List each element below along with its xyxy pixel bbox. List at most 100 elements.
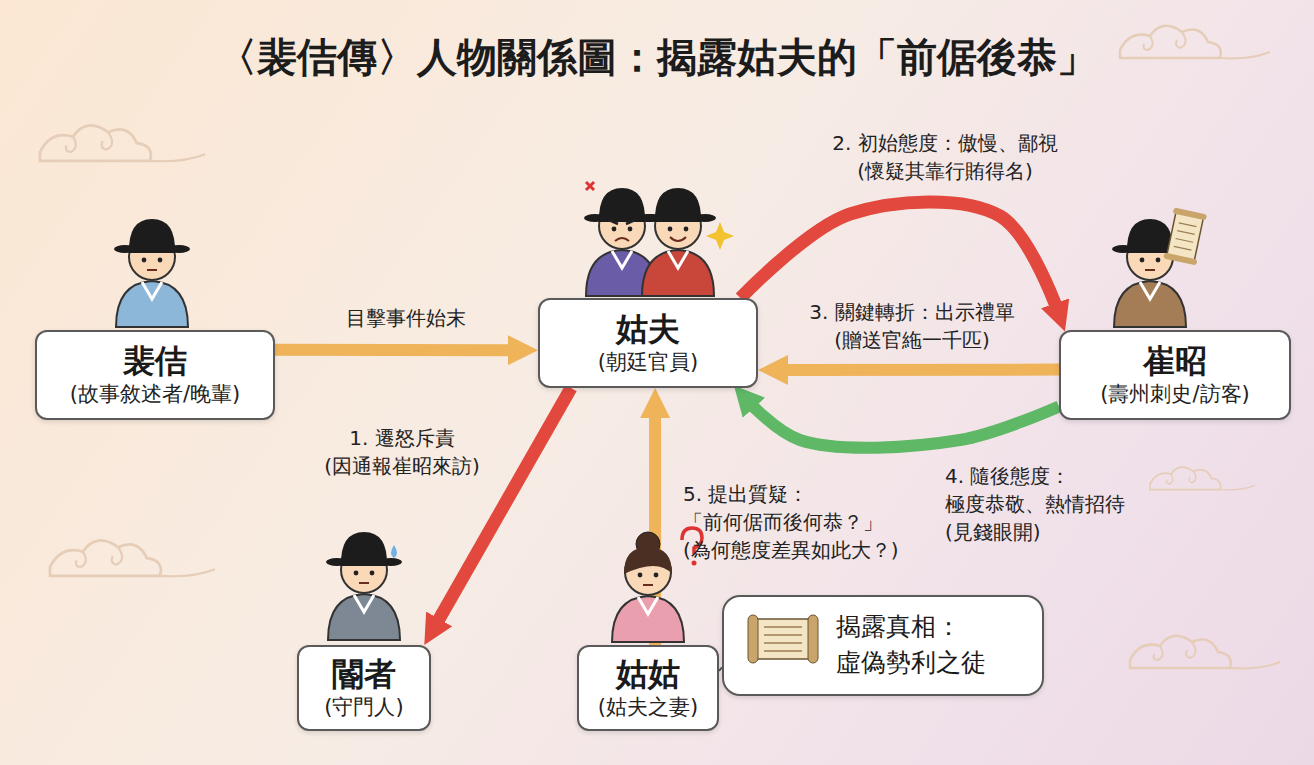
- edge-label: 5. 提出質疑： 「前何倨而後何恭？」 (為何態度差異如此大？): [683, 480, 945, 564]
- sparkle: [706, 222, 734, 250]
- robe: [328, 594, 400, 640]
- anger-mark: [586, 182, 594, 190]
- person-figure: [326, 532, 402, 640]
- scroll-roll: [1163, 252, 1198, 265]
- sweat-drop: [391, 545, 397, 558]
- scroll-paper: [1167, 212, 1204, 261]
- scroll-roll: [808, 615, 818, 663]
- relation-arrow: [776, 364, 1059, 376]
- person-box: 姑夫(朝廷官員): [538, 298, 758, 388]
- eye: [142, 258, 147, 263]
- relation-arrow: [275, 344, 520, 356]
- cloud-tail: [150, 154, 205, 161]
- person-box: 姑姑(姑夫之妻): [577, 645, 719, 731]
- eye: [370, 571, 375, 576]
- collar: [1140, 282, 1160, 299]
- collar: [638, 597, 658, 614]
- cloud-outline: [1150, 467, 1221, 489]
- robe: [612, 596, 684, 642]
- mouth: [670, 237, 686, 241]
- mouth: [359, 582, 369, 584]
- edge-label: 2. 初始態度：傲慢、鄙視 (懷疑其靠行賄得名): [785, 129, 1105, 185]
- scroll-line: [764, 650, 802, 651]
- relation-arrow: [433, 388, 571, 629]
- cloud-swirl: [40, 125, 205, 161]
- robe: [1114, 281, 1186, 327]
- diagram-title: 〈裴佶傳〉人物關係圖：揭露姑夫的「前倨後恭」: [0, 30, 1314, 85]
- eye: [158, 258, 163, 263]
- person-role: (朝廷官員): [598, 349, 698, 376]
- robe: [642, 250, 714, 296]
- person-role: (故事敘述者/晚輩): [70, 381, 240, 408]
- hat: [655, 188, 701, 222]
- person-figure: [612, 532, 684, 642]
- collar: [354, 595, 374, 612]
- hair: [624, 548, 672, 574]
- person-name: 裴佶: [123, 342, 187, 380]
- person-figure: [114, 219, 190, 327]
- cloud-swirl: [1130, 636, 1280, 669]
- person-name: 姑夫: [616, 310, 680, 348]
- cloud-tail: [160, 569, 215, 576]
- relation-arrow: [740, 202, 1059, 315]
- cloud-curl: [1189, 471, 1196, 482]
- scroll-roll: [748, 615, 758, 663]
- collar: [612, 251, 632, 268]
- scroll-paper: [756, 619, 810, 659]
- robe: [116, 281, 188, 327]
- cloud-curl: [66, 137, 76, 152]
- cloud-tail: [1220, 485, 1255, 489]
- cloud-curl: [1176, 32, 1186, 48]
- cloud-curl: [102, 132, 113, 150]
- mouth: [1145, 269, 1155, 271]
- bubble-text: 揭露真相： 虛偽勢利之徒: [836, 609, 1026, 682]
- person-name: 崔昭: [1143, 342, 1207, 380]
- hat: [129, 219, 175, 253]
- scroll-icon: [1163, 207, 1207, 265]
- person-name: 姑姑: [616, 655, 680, 693]
- cloud-curl: [1154, 646, 1163, 660]
- edge-label: 1. 遷怒斥責 (因通報崔昭來訪): [302, 424, 502, 480]
- eye: [654, 573, 659, 578]
- cloud-curl: [1186, 642, 1196, 658]
- cloud-outline: [40, 125, 151, 160]
- eye: [684, 227, 689, 232]
- person-role: (守門人): [324, 694, 403, 721]
- cloud-swirl: [1150, 467, 1255, 490]
- scroll-icon: [742, 609, 822, 669]
- collar: [668, 251, 688, 268]
- relation-arrow: [746, 399, 1059, 448]
- cloud-outline: [1130, 636, 1231, 668]
- scroll-roll: [1173, 207, 1208, 220]
- edge-label: 4. 隨後態度： 極度恭敬、熱情招待 (見錢眼開): [945, 462, 1165, 546]
- cloud-curl: [1144, 36, 1153, 50]
- edge-label: 目擊事件始末: [296, 304, 516, 332]
- hat: [1127, 219, 1173, 253]
- scroll-line: [1174, 246, 1192, 250]
- eye: [1140, 258, 1145, 263]
- eye: [1156, 258, 1161, 263]
- person-name: 閽者: [332, 655, 396, 693]
- scroll-line: [1177, 231, 1195, 235]
- person-box: 崔昭(壽州刺史/訪客): [1059, 330, 1291, 420]
- cloud-curl: [112, 547, 123, 565]
- scroll-line: [1179, 223, 1197, 227]
- person-role: (姑夫之妻): [598, 694, 698, 721]
- person-figure: [640, 188, 716, 296]
- hat: [599, 188, 645, 222]
- eye: [628, 227, 633, 232]
- cloud-tail: [1220, 52, 1270, 58]
- eye: [354, 571, 359, 576]
- cloud-curl: [76, 552, 86, 567]
- eye: [638, 573, 643, 578]
- person-box: 閽者(守門人): [297, 645, 431, 731]
- mouth: [147, 269, 157, 271]
- speech-bubble: 揭露真相： 虛偽勢利之徒: [722, 595, 1044, 696]
- collar: [142, 282, 162, 299]
- cloud-tail: [1230, 662, 1280, 668]
- scroll-line: [764, 634, 802, 635]
- cloud-outline: [1120, 26, 1221, 58]
- person-role: (壽州刺史/訪客): [1100, 381, 1249, 408]
- mouth: [615, 238, 629, 241]
